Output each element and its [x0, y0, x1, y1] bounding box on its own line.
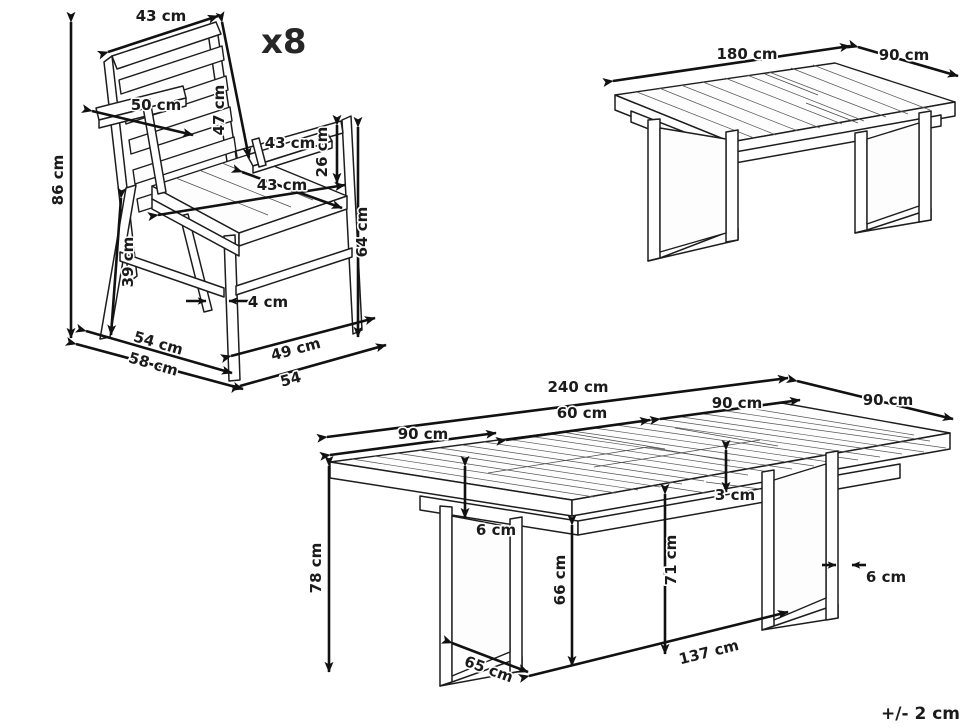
table-small-dim-width: 90 cm	[879, 46, 930, 64]
table-large-dimension-lines	[316, 374, 954, 683]
chair-dim-seat-height: 39 cm	[119, 237, 137, 288]
table-large-dim-width: 90 cm	[863, 391, 914, 409]
table-large-dim-section-right: 90 cm	[712, 394, 763, 412]
chair-dim-side-height: 64 cm	[353, 207, 371, 258]
table-large-dim-clearance-top: 71 cm	[662, 535, 680, 586]
chair-dim-seat-back-height: 26 cm	[313, 127, 331, 178]
table-large-dim-top-thickness: 3 cm	[715, 486, 755, 504]
chair-dim-backrest-height: 47 cm	[210, 85, 228, 136]
table-large-dim-apron-drop: 6 cm	[476, 521, 516, 539]
chair-dim-armrest-depth: 50 cm	[131, 96, 182, 114]
table-large-dim-total-length: 240 cm	[547, 378, 608, 396]
table-large-dim-clearance-apron: 66 cm	[551, 555, 569, 606]
chair-dim-seat-depth: 43 cm	[265, 134, 316, 152]
table-small-illustration: 180 cm 90 cm	[602, 39, 959, 262]
chair-dim-frame-thickness: 4 cm	[248, 293, 288, 311]
table-large-illustration: 240 cm 90 cm 60 cm 90 cm 90 cm 78 cm 6 c…	[305, 374, 954, 688]
chair-dim-backrest-width: 43 cm	[136, 7, 187, 25]
chair-dimension-lines	[64, 11, 387, 394]
table-small-dim-length: 180 cm	[716, 45, 777, 63]
chair-dim-seat-width: 43 cm	[257, 176, 308, 194]
table-large-dim-section-left: 90 cm	[398, 425, 449, 443]
table-large-dim-total-height: 78 cm	[307, 543, 325, 594]
table-large-dim-leg-thickness: 6 cm	[866, 568, 906, 586]
chair-quantity-label: x8	[261, 22, 307, 62]
chair-dim-total-height: 86 cm	[49, 155, 67, 206]
table-large-dim-section-middle: 60 cm	[557, 404, 608, 422]
tolerance-note: +/- 2 cm	[881, 704, 960, 724]
